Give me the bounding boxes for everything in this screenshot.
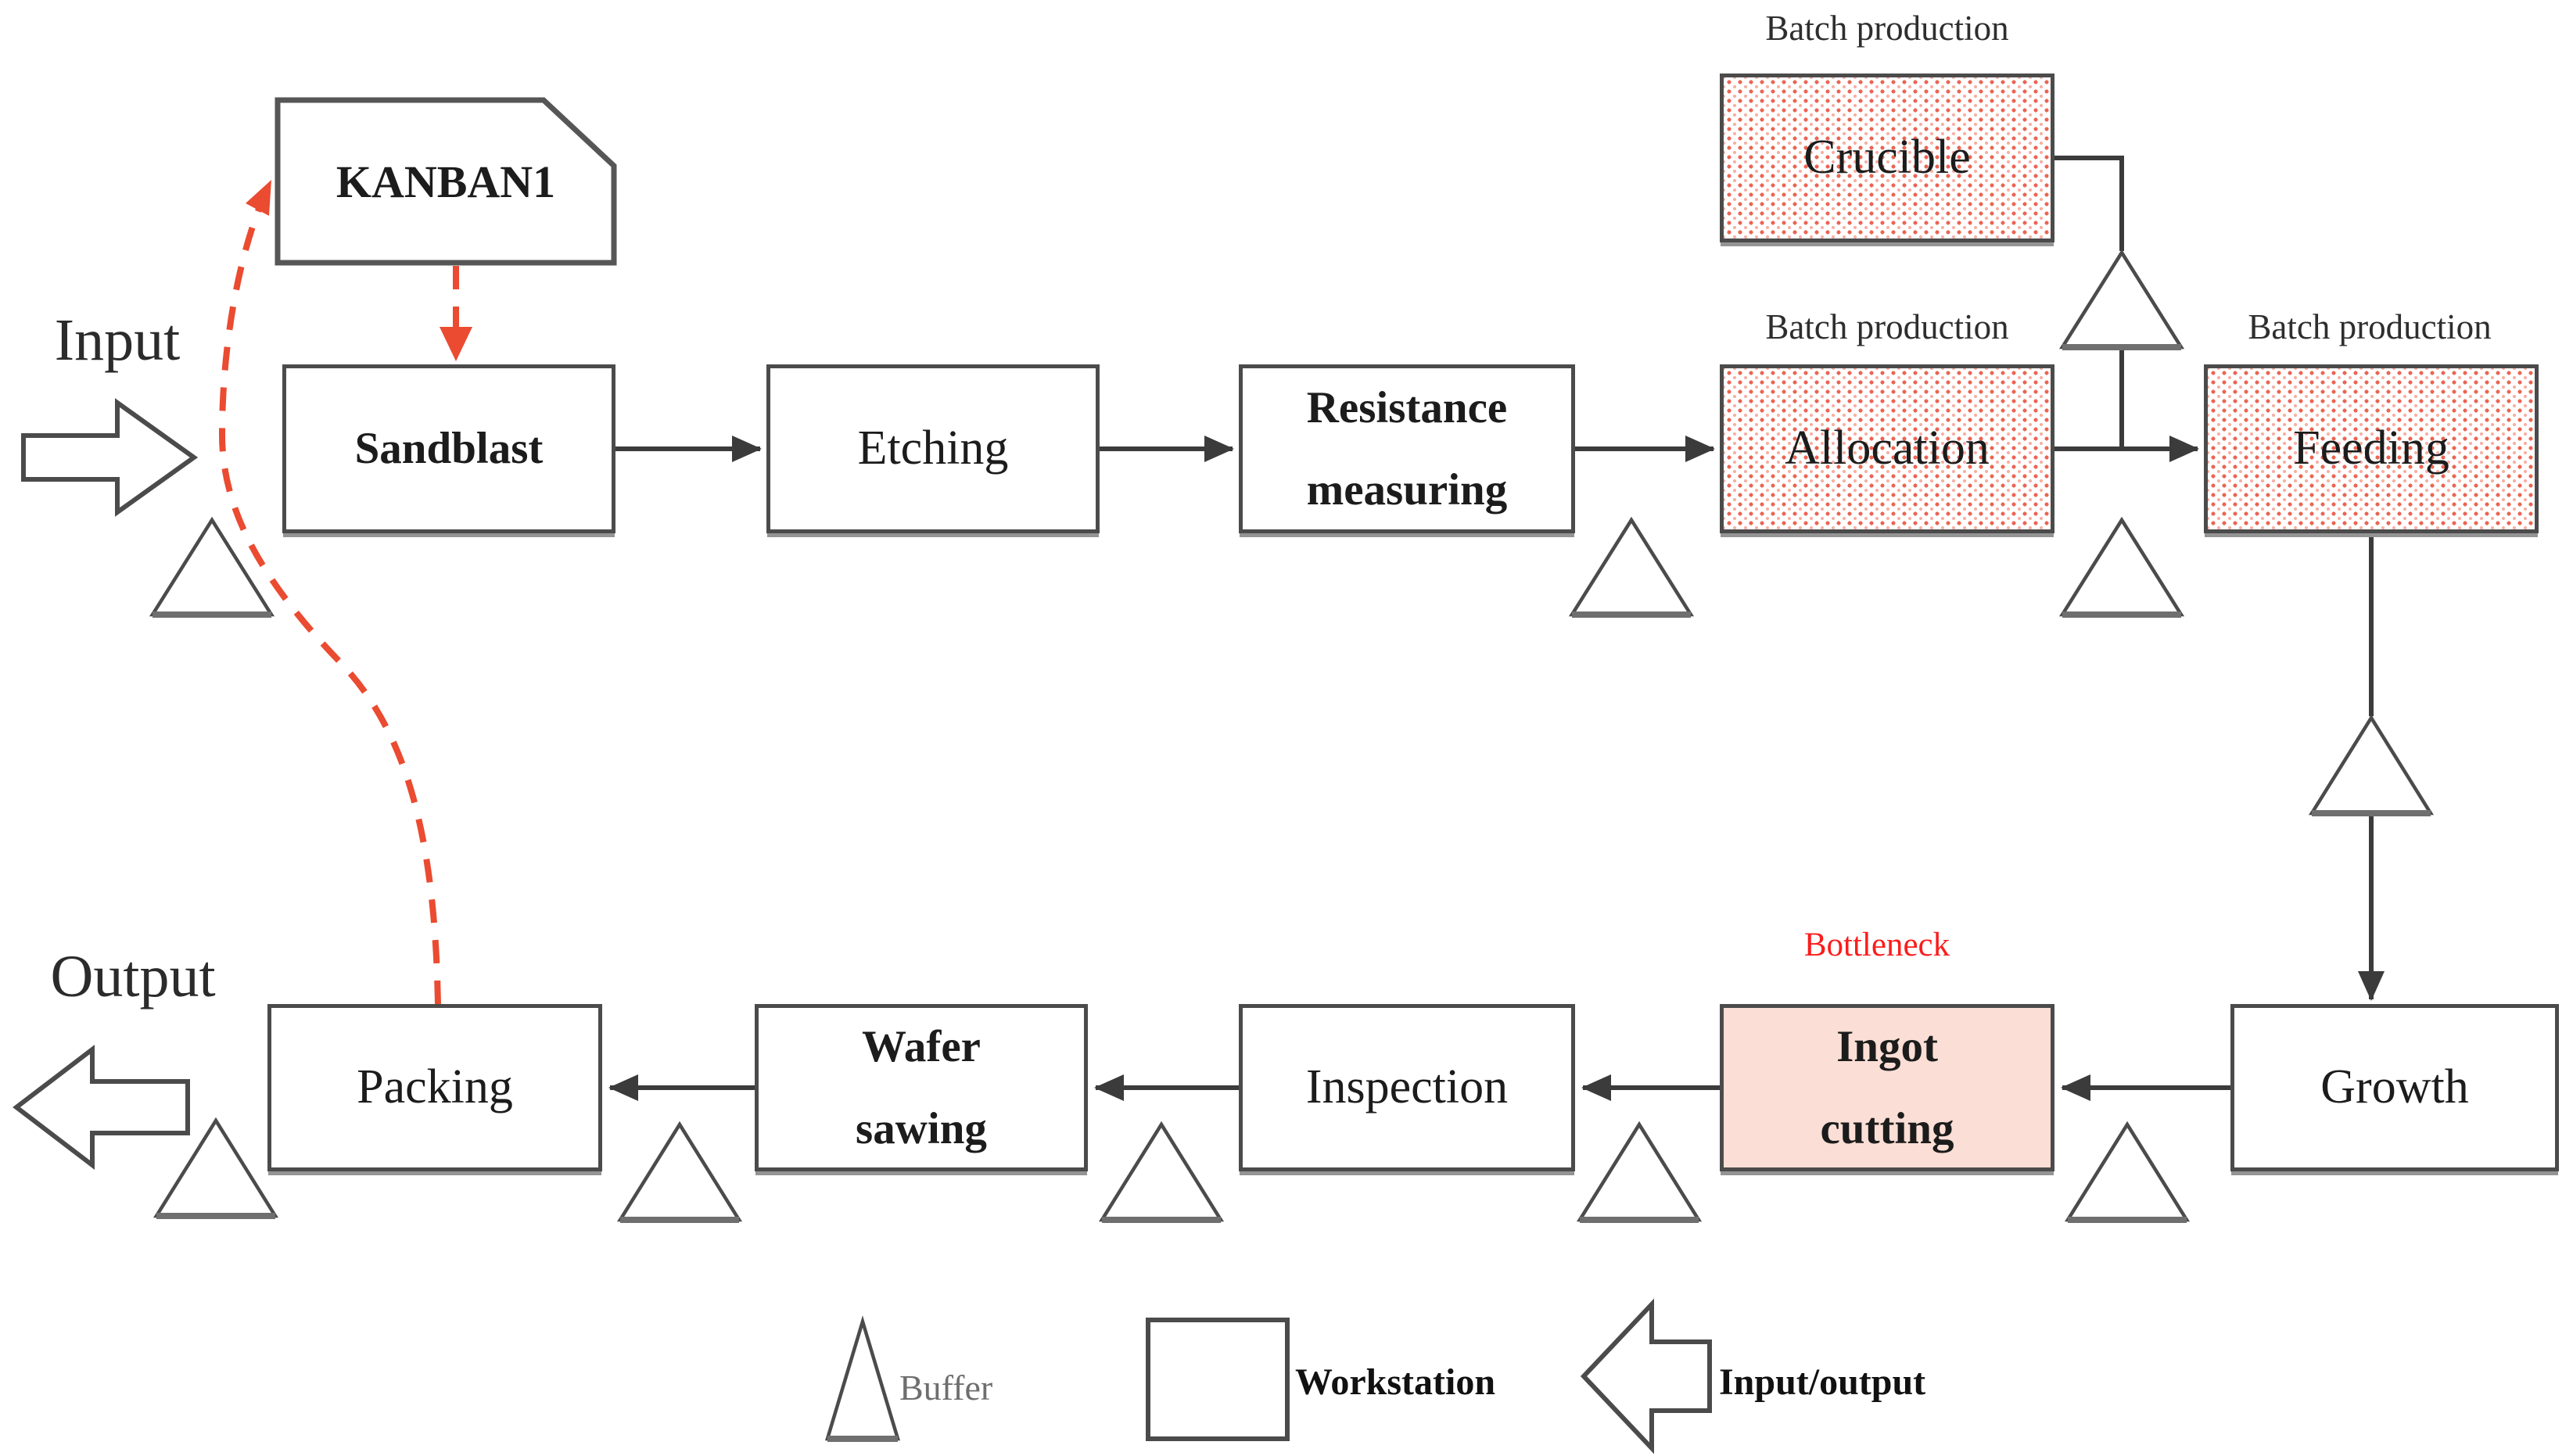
workstation-allocation: Allocation	[1720, 364, 2054, 533]
workstation-label: Ingot cutting	[1820, 1021, 1954, 1153]
workstation-sandblast: Sandblast	[282, 364, 615, 533]
workstation-inspection: Inspection	[1239, 1004, 1575, 1171]
batch-production-label-feeding: Batch production	[2248, 307, 2492, 346]
workstation-label: Crucible	[1803, 131, 1971, 185]
legend-buffer-triangle-icon	[824, 1315, 901, 1441]
workstation-growth: Growth	[2230, 1004, 2559, 1171]
workstation-label: Inspection	[1305, 1060, 1509, 1114]
workstation-label: Allocation	[1785, 421, 1990, 475]
legend-io-arrow-icon	[1580, 1298, 1712, 1454]
workstation-etching: Etching	[766, 364, 1100, 533]
buffer-triangle-inspection-wafer	[1098, 1121, 1225, 1222]
legend-workstation-label: Workstation	[1295, 1361, 1496, 1403]
input-label: Input	[54, 307, 181, 373]
workstation-ingot-cutting: Ingot cutting	[1720, 1004, 2054, 1171]
workstation-packing: Packing	[267, 1004, 602, 1171]
workstation-wafer-sawing: Wafer sawing	[755, 1004, 1088, 1171]
buffer-triangle-growth-ingot	[2064, 1121, 2191, 1222]
buffer-triangle-ingot-inspection	[1576, 1121, 1703, 1222]
kanban-signal-from-packing	[218, 188, 441, 1005]
buffer-triangle-input	[149, 516, 275, 617]
legend-io-label: Input/output	[1719, 1361, 1926, 1403]
batch-production-label-allocation: Batch production	[1765, 307, 2009, 346]
buffer-triangle-allocation-feeding	[2058, 516, 2185, 617]
workstation-label: Wafer sawing	[856, 1021, 987, 1153]
connector-crucible-elbow	[2054, 156, 2124, 251]
buffer-triangle-feeding-growth	[2308, 714, 2435, 816]
output-label: Output	[50, 944, 216, 1010]
batch-production-label-crucible: Batch production	[1765, 9, 2009, 48]
workstation-label: Feeding	[2293, 421, 2449, 475]
input-arrow-icon	[21, 398, 199, 517]
kanban-card-shape	[275, 97, 617, 266]
workstation-resistance-measuring: Resistance measuring	[1239, 364, 1575, 533]
kanban-arrowhead-down	[440, 327, 472, 361]
workstation-label: Sandblast	[354, 424, 544, 474]
workstation-label: Growth	[2320, 1060, 2469, 1114]
legend-workstation-rect-icon	[1146, 1318, 1290, 1441]
buffer-triangle-resistance-allocation	[1568, 516, 1695, 617]
output-arrow-icon	[13, 1044, 190, 1171]
kanban-card-label: KANBAN1	[336, 156, 556, 207]
workstation-label: Resistance measuring	[1306, 382, 1508, 515]
workstation-feeding: Feeding	[2204, 364, 2539, 533]
workstation-label: Etching	[857, 421, 1009, 475]
workstation-label: Packing	[357, 1060, 513, 1114]
buffer-triangle-wafer-packing	[616, 1121, 743, 1222]
legend-buffer-label: Buffer	[899, 1368, 993, 1408]
kanban-arrowhead-up	[246, 180, 271, 216]
workstation-crucible: Crucible	[1720, 74, 2054, 242]
bottleneck-label: Bottleneck	[1803, 927, 1950, 963]
